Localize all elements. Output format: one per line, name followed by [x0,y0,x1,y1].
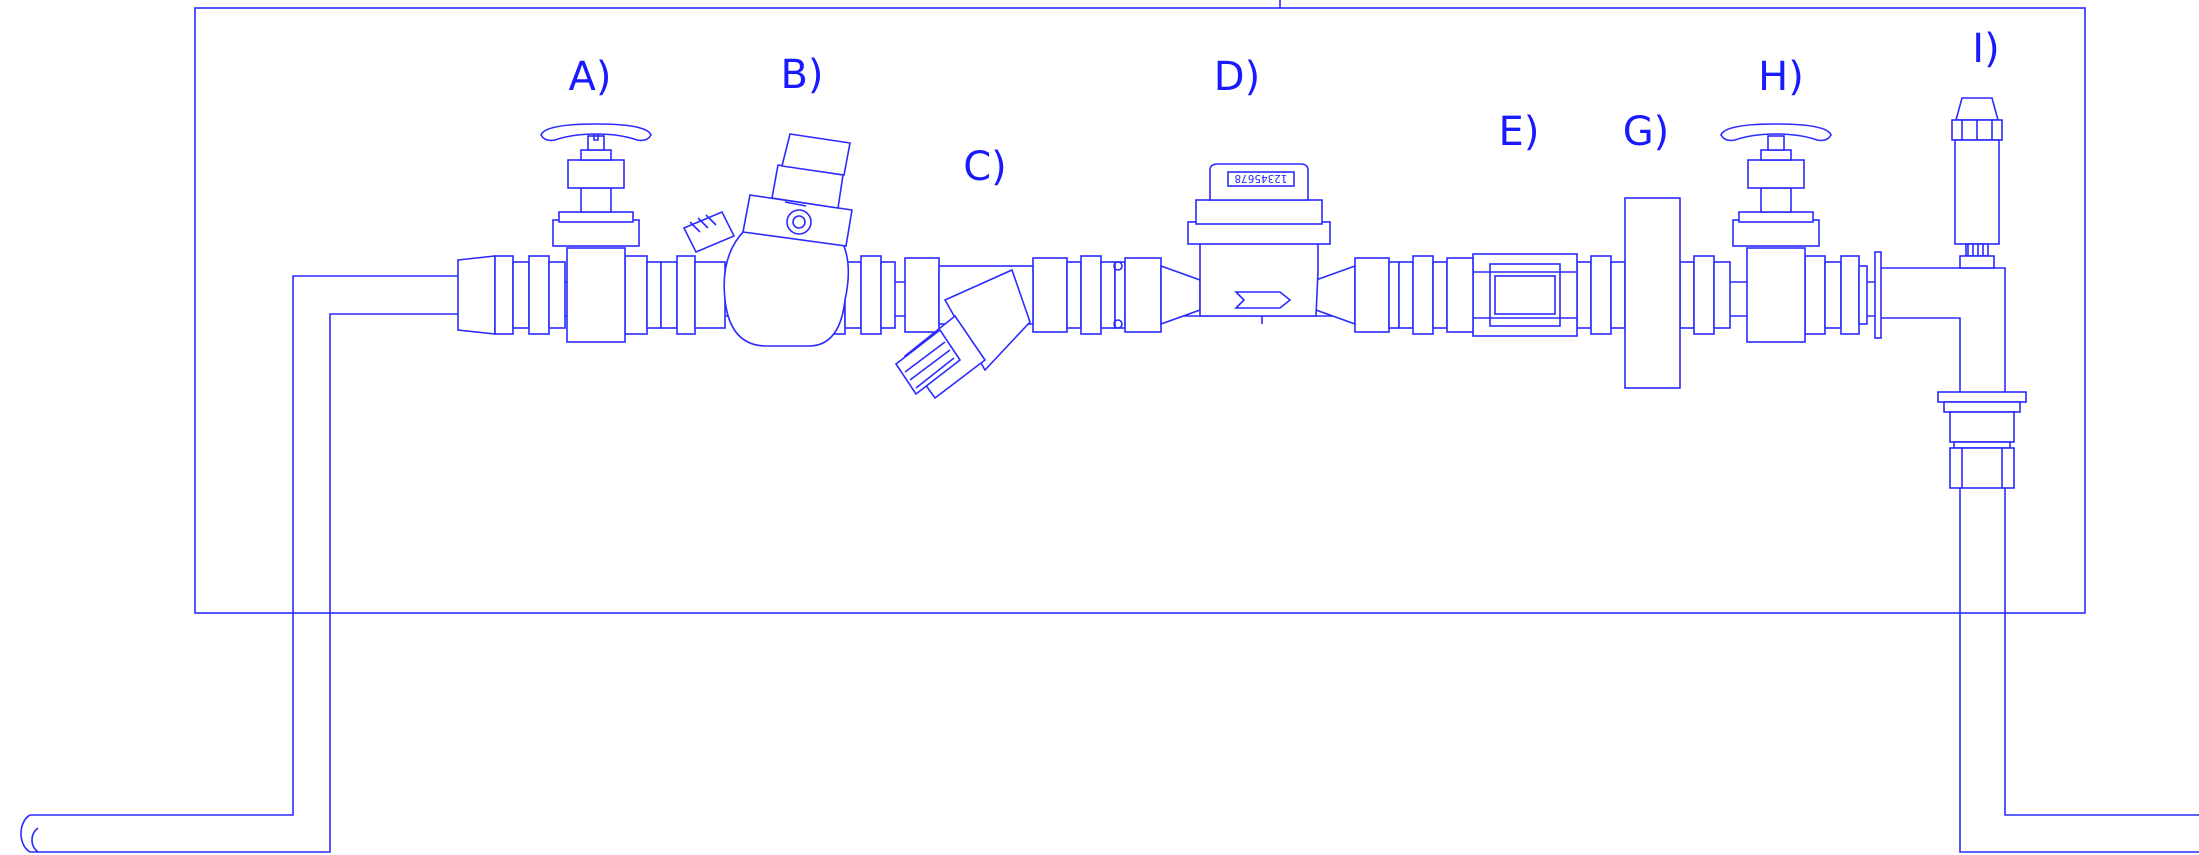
water-meter-d: 12345678 [1187,163,1331,324]
air-vent-i [1951,97,2003,269]
component-labels: A) B) C) D) E) G) H) I) [569,26,2000,190]
inlet-pipe [20,275,460,853]
gate-valve-h [1720,123,1832,343]
check-valve-e [1446,253,1578,337]
y-strainer-c [894,265,1034,400]
label-d: D) [1214,54,1260,100]
label-e: E) [1499,109,1540,155]
cabinet-outline [194,0,2086,614]
label-g: G) [1623,109,1670,155]
pipe-couplings [457,251,1882,339]
label-h: H) [1758,54,1804,100]
label-i: I) [1972,26,1999,72]
outlet-pipe [1880,267,2199,853]
gate-valve-a [540,123,652,343]
meter-reading: 12345678 [1235,172,1288,185]
pressure-reducer-b [682,133,853,347]
label-b: B) [780,52,823,98]
label-c: C) [963,144,1007,190]
riser-union [1937,391,2027,489]
flange-g [1624,197,1681,389]
label-a: A) [569,54,612,100]
